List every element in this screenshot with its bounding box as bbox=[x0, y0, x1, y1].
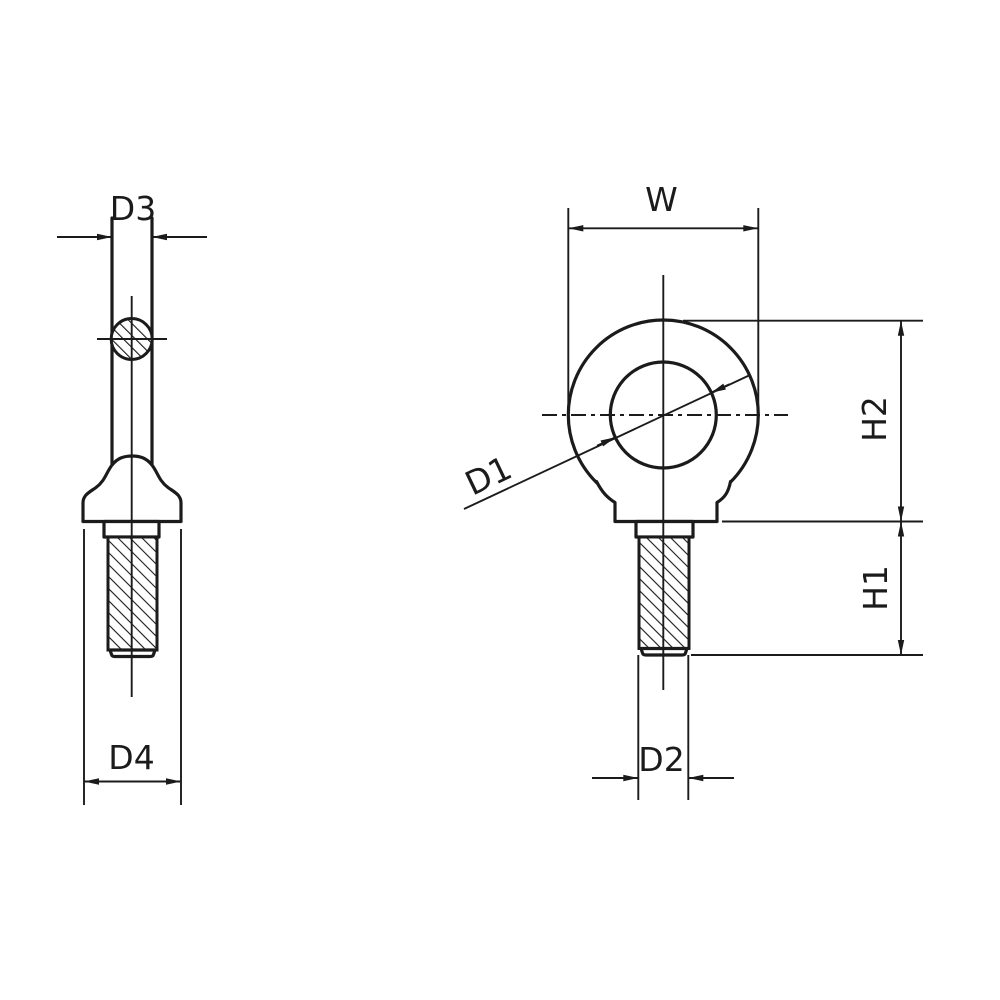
dim-label-d2: D2 bbox=[638, 740, 684, 779]
dim-label-d1: D1 bbox=[459, 448, 518, 503]
dimension-d3: D3 bbox=[57, 189, 207, 241]
d1-arrow-lower bbox=[596, 436, 616, 447]
dimension-h2-h1: H2 H1 bbox=[683, 319, 923, 656]
dim-label-w: W bbox=[645, 180, 678, 219]
dimension-d2: D2 bbox=[592, 655, 734, 800]
dim-label-h1: H1 bbox=[856, 565, 895, 611]
front-view: D1 W H2 H1 D2 bbox=[459, 180, 923, 800]
dimension-d4: D4 bbox=[83, 529, 182, 805]
dim-label-d3: D3 bbox=[110, 189, 156, 228]
d1-arrow-upper bbox=[710, 383, 730, 394]
dimension-w: W bbox=[567, 180, 760, 415]
dim-label-d4: D4 bbox=[108, 738, 154, 777]
front-shank-step bbox=[634, 519, 695, 539]
dim-label-h2: H2 bbox=[855, 396, 894, 442]
side-view: D3 D4 bbox=[57, 189, 207, 805]
